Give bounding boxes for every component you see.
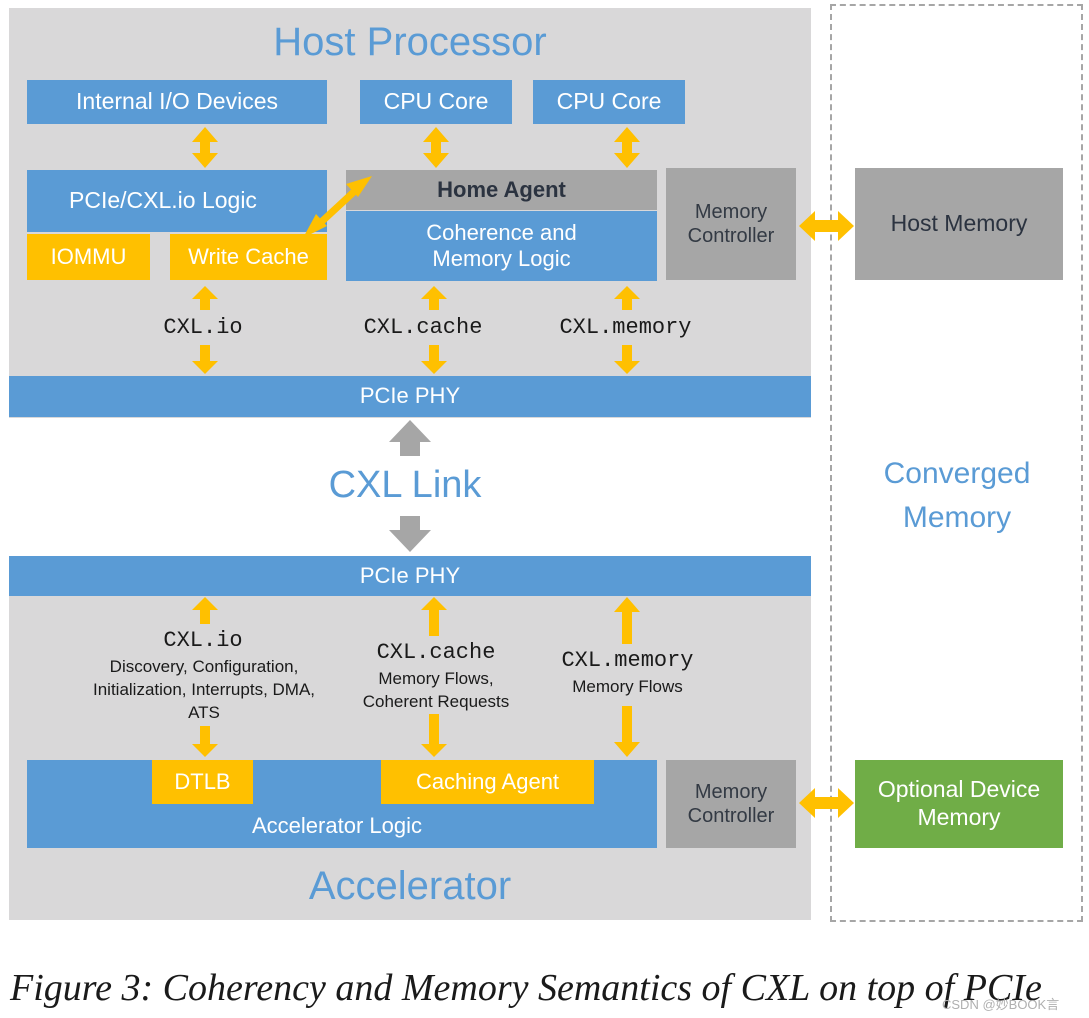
watermark: CSDN @妙BOOK言 <box>942 997 1060 1012</box>
accelerator-logic-label: Accelerator Logic <box>252 812 422 838</box>
host-cxl-cache-label: CXL.cache <box>363 315 483 340</box>
accelerator-panel <box>9 556 811 920</box>
host-processor-title: Host Processor <box>273 20 547 64</box>
accel-cxl-memory-label: CXL.memory <box>561 648 694 673</box>
accelerator-title: Accelerator <box>308 864 512 908</box>
internal-io-devices-box: Internal I/O Devices <box>27 80 327 124</box>
write-cache-box: Write Cache <box>170 234 327 280</box>
host-memory-box: Host Memory <box>855 168 1063 280</box>
optional-device-memory-box: Optional Device Memory <box>855 760 1063 848</box>
cxl-link-label: CXL Link <box>328 464 482 506</box>
cpu-core-box-2: CPU Core <box>533 80 685 124</box>
arrow-cxl-link-down <box>389 516 431 552</box>
accel-cxl-io-label: CXL.io <box>163 628 243 653</box>
host-cxl-memory-label: CXL.memory <box>559 315 692 340</box>
dtlb-box: DTLB <box>152 760 253 804</box>
accelerator-pcie-phy-bar: PCIe PHY <box>9 556 811 596</box>
caching-agent-box: Caching Agent <box>381 760 594 804</box>
cpu-core-box-1: CPU Core <box>360 80 512 124</box>
converged-memory-label: Converged Memory <box>883 457 1031 534</box>
iommu-box: IOMMU <box>27 234 150 280</box>
host-cxl-io-label: CXL.io <box>163 315 243 340</box>
accel-cxl-cache-label: CXL.cache <box>376 640 496 665</box>
home-agent-box: Home Agent <box>346 170 657 210</box>
accelerator-memory-controller-box: Memory Controller <box>666 760 796 848</box>
coherence-memory-logic-box: Coherence and Memory Logic <box>346 211 657 281</box>
accel-cxl-io-description: Discovery, Configuration, Initialization… <box>92 657 316 722</box>
pcie-cxl-io-logic-box: PCIe/CXL.io Logic <box>27 170 327 232</box>
host-memory-controller-box: Memory Controller <box>666 168 796 280</box>
host-pcie-phy-bar: PCIe PHY <box>9 376 811 417</box>
converged-memory-region <box>830 4 1083 922</box>
accel-cxl-memory-description: Memory Flows <box>572 677 683 696</box>
accel-cxl-cache-description: Memory Flows, Coherent Requests <box>362 669 510 711</box>
arrow-cxl-link-up <box>389 420 431 456</box>
figure-caption: Figure 3: Coherency and Memory Semantics… <box>10 967 1042 1009</box>
